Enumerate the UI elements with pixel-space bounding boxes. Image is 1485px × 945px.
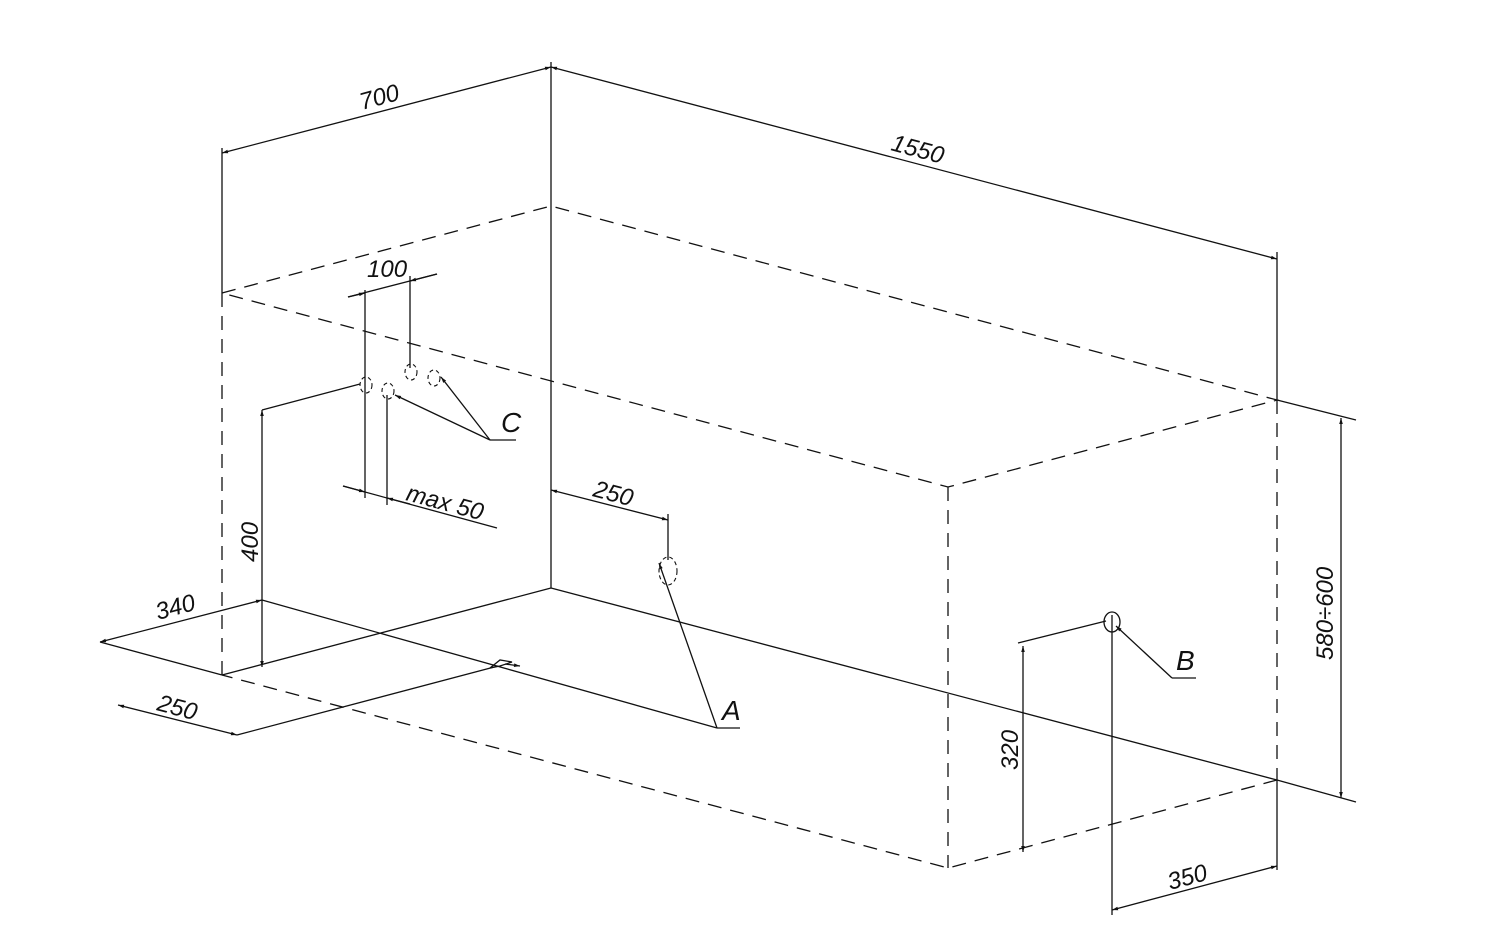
label-b: B [1176, 645, 1195, 676]
b-offset-label: 350 [1165, 859, 1211, 896]
faucet-height-label: 400 [237, 521, 264, 562]
faucet-spacing-label: 100 [367, 256, 408, 283]
drain-dimensions: 340 250 [99, 589, 718, 736]
width-label: 700 [357, 79, 403, 116]
dimension-height: 580÷600 [1276, 399, 1357, 803]
height-label: 580÷600 [1312, 566, 1339, 660]
b-height-label: 320 [997, 729, 1024, 770]
overflow-offset-label: 250 [589, 475, 636, 512]
tub-outline [221, 205, 1280, 869]
drain-side-label: 250 [153, 689, 200, 726]
drain-wall-label: 340 [153, 589, 199, 626]
overflow-a: 250 A [550, 475, 741, 729]
label-c: C [501, 407, 522, 438]
faucet-offset-label: max 50 [403, 480, 487, 527]
label-a: A [720, 695, 741, 726]
dimension-length: 1550 [550, 66, 1278, 400]
outlet-b: B 320 350 [997, 611, 1278, 915]
